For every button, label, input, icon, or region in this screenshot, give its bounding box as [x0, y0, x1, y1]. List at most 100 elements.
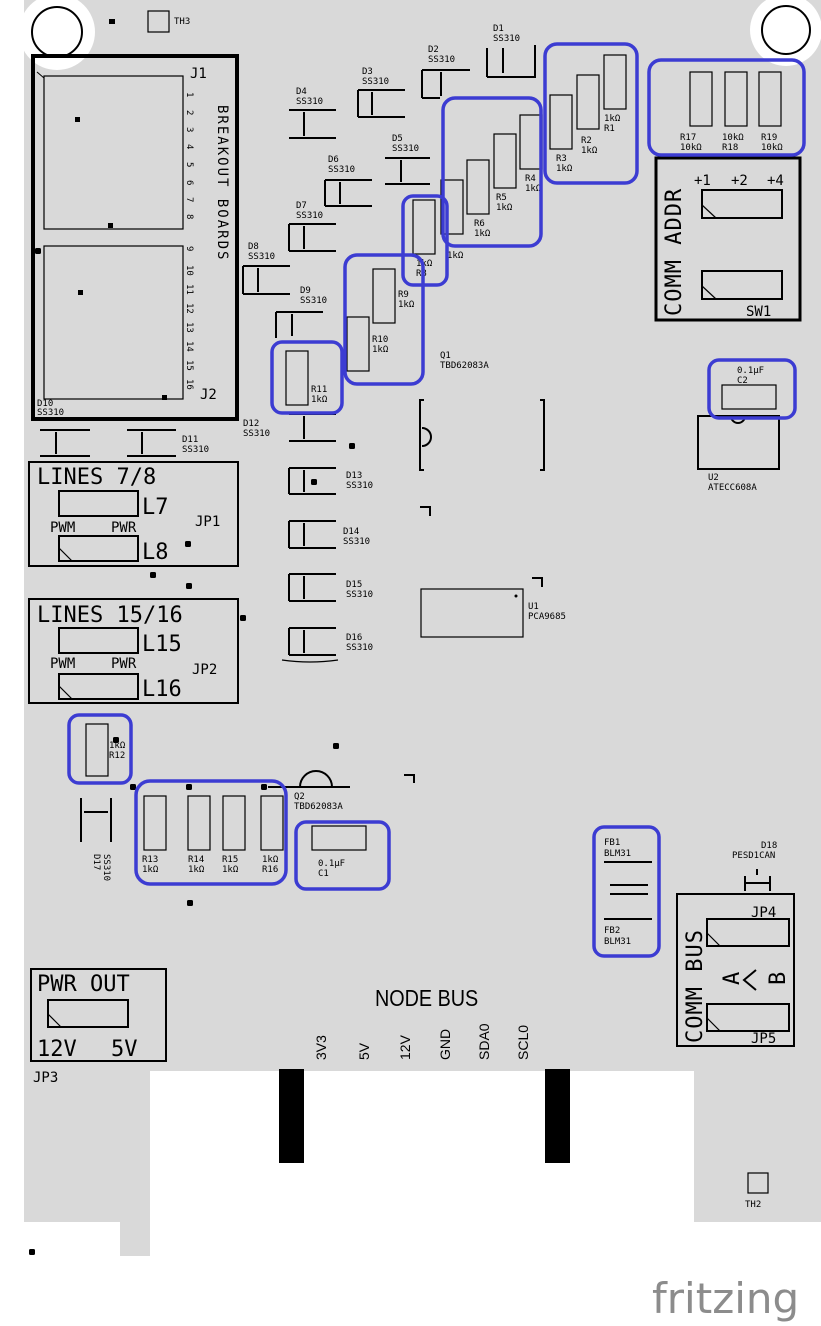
d12-ref: D12 [243, 419, 259, 429]
r15-ref: R15 [222, 855, 238, 865]
comm-addr-switch [654, 156, 802, 322]
highlight-r8 [401, 194, 449, 287]
r17-value: 10kΩ [680, 143, 702, 153]
q2-ref: Q2 [294, 792, 305, 802]
highlight-r4-r6 [441, 96, 543, 248]
d5-ref: D5 [392, 134, 403, 144]
lock-icon [186, 784, 192, 790]
d10-part: SS310 [37, 408, 64, 418]
r7-value: 1kΩ [447, 251, 464, 261]
r15-value: 1kΩ [222, 865, 239, 875]
l7-label: L7 [142, 495, 169, 520]
fb1-ref: FB1 [604, 838, 620, 848]
breakout-pin-number: 11 [184, 284, 194, 295]
l16-label: L16 [142, 677, 182, 702]
lock-icon [185, 541, 191, 547]
breakout-pin-number: 1 [184, 92, 194, 97]
d16-ref: D16 [346, 633, 362, 643]
breakout-pin-number: 15 [184, 360, 194, 371]
j1-label: J1 [190, 66, 207, 82]
breakout-pin-number: 3 [184, 127, 194, 132]
node-bus-title: NODE BUS [375, 986, 478, 1012]
lock-icon [333, 743, 339, 749]
d10-ref: D10 [37, 399, 53, 409]
d15-ref: D15 [346, 580, 362, 590]
diode-d7 [288, 223, 336, 252]
highlight-c2 [707, 358, 797, 420]
sw1-label: SW1 [746, 304, 771, 320]
r2-ref: R2 [581, 136, 592, 146]
diode-d1 [486, 45, 536, 78]
r1-ref: R1 [604, 124, 615, 134]
resistor-r13 [143, 795, 167, 851]
lines-7-8-jumper [28, 461, 239, 567]
d4-ref: D4 [296, 87, 307, 97]
r19-value: 10kΩ [761, 143, 783, 153]
pcb-board [24, 0, 821, 1256]
d5-part: SS310 [392, 144, 419, 154]
r3-value: 1kΩ [556, 164, 573, 174]
pwm-label: PWM [50, 520, 75, 536]
r4-ref: R4 [525, 174, 536, 184]
lines-15-16-jumper [28, 598, 239, 704]
via-dot [109, 19, 115, 24]
fb2-part: BLM31 [604, 937, 631, 947]
fritzing-logo: fritzing [652, 1274, 799, 1323]
lock-icon [186, 583, 192, 589]
breakout-pin-number: 10 [184, 265, 194, 276]
resistor-r11 [285, 350, 309, 406]
c2-ref: C2 [737, 376, 748, 386]
diode-d17 [80, 798, 112, 842]
breakout-pin-number: 9 [184, 246, 194, 251]
d15-part: SS310 [346, 590, 373, 600]
resistor-r7 [440, 179, 464, 235]
r9-ref: R9 [398, 290, 409, 300]
pin1-marker [404, 774, 415, 783]
resistor-r14 [187, 795, 211, 851]
d9-part: SS310 [300, 296, 327, 306]
diode-d14 [288, 520, 336, 549]
ic-q1 [419, 399, 545, 471]
d17-part: SS310 [101, 854, 111, 881]
v5-label: 5V [111, 1037, 138, 1062]
fb1-part: BLM31 [604, 849, 631, 859]
highlight-c1 [294, 820, 391, 891]
lines-15-16-title: LINES 15/16 [37, 603, 183, 628]
d1-ref: D1 [493, 24, 504, 34]
jp1-label: JP1 [195, 514, 220, 530]
lock-icon [35, 248, 41, 254]
c1-ref: C1 [318, 869, 329, 879]
node-bus-pin-gnd: GND [437, 1029, 453, 1060]
r14-ref: R14 [188, 855, 204, 865]
th3-label: TH3 [174, 17, 190, 27]
u2-part: ATECC608A [708, 483, 757, 493]
d14-ref: D14 [343, 527, 359, 537]
comm-bus-jumper [676, 893, 795, 1047]
jp5-label: JP5 [751, 1031, 776, 1047]
pwr-label: PWR [111, 656, 137, 672]
pwr-out-jumper [30, 968, 167, 1062]
r19-ref: R19 [761, 133, 777, 143]
addr-plus4: +4 [767, 173, 784, 189]
d11-ref: D11 [182, 435, 198, 445]
r12-value: 1kΩ [109, 741, 126, 751]
d8-ref: D8 [248, 242, 259, 252]
highlight-r1-r3 [543, 42, 639, 185]
c1-value: 0.1µF [318, 859, 345, 869]
breakout-pin-number: 6 [184, 180, 194, 185]
breakout-pin-number: 12 [184, 303, 194, 314]
r4-value: 1kΩ [525, 184, 542, 194]
r16-ref: R16 [262, 865, 278, 875]
r9-value: 1kΩ [398, 300, 415, 310]
addr-plus2: +2 [731, 173, 748, 189]
capacitor-c2 [721, 384, 777, 410]
node-bus-pin-12v: 12V [397, 1034, 413, 1060]
r6-ref: R6 [474, 219, 485, 229]
d9-ref: D9 [300, 286, 311, 296]
resistor-r8 [412, 199, 436, 255]
lines-7-8-title: LINES 7/8 [37, 465, 156, 490]
r2-value: 1kΩ [581, 146, 598, 156]
breakout-pin-number: 7 [184, 197, 194, 202]
